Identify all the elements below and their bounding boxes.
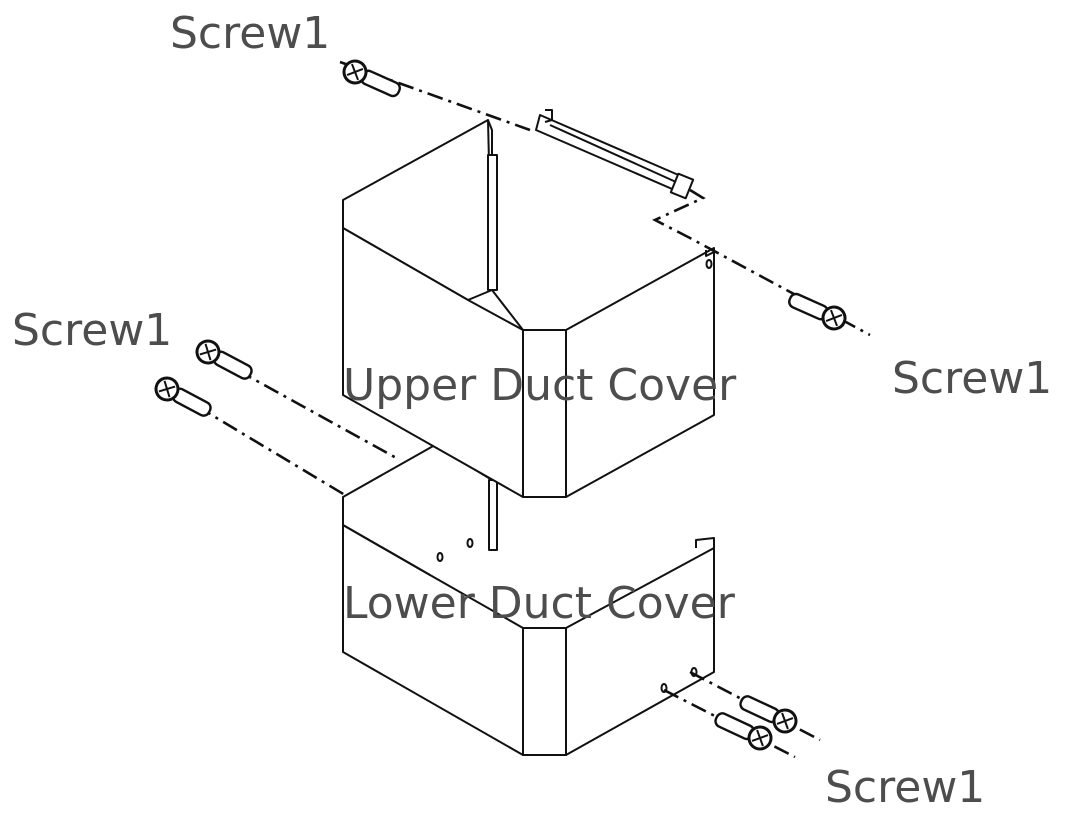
label-screw-bottom-right: Screw1: [825, 762, 985, 813]
screw-top-left: [342, 59, 401, 98]
screw-mid-left-2: [154, 376, 212, 417]
label-screw-mid-left: Screw1: [12, 305, 172, 356]
upper-bracket: [535, 109, 695, 200]
upper-duct-cover: [342, 109, 715, 498]
label-screw-top-left: Screw1: [170, 8, 330, 59]
lower-duct-cover: [342, 444, 715, 756]
label-screw-right: Screw1: [892, 353, 1052, 404]
screw-right: [788, 292, 847, 331]
screw-mid-left-1: [195, 339, 253, 380]
label-lower-duct-cover: Lower Duct Cover: [343, 578, 736, 629]
screw-bottom-right-1: [739, 695, 798, 734]
screw-bottom-right-2: [714, 712, 773, 751]
label-upper-duct-cover: Upper Duct Cover: [343, 360, 737, 411]
